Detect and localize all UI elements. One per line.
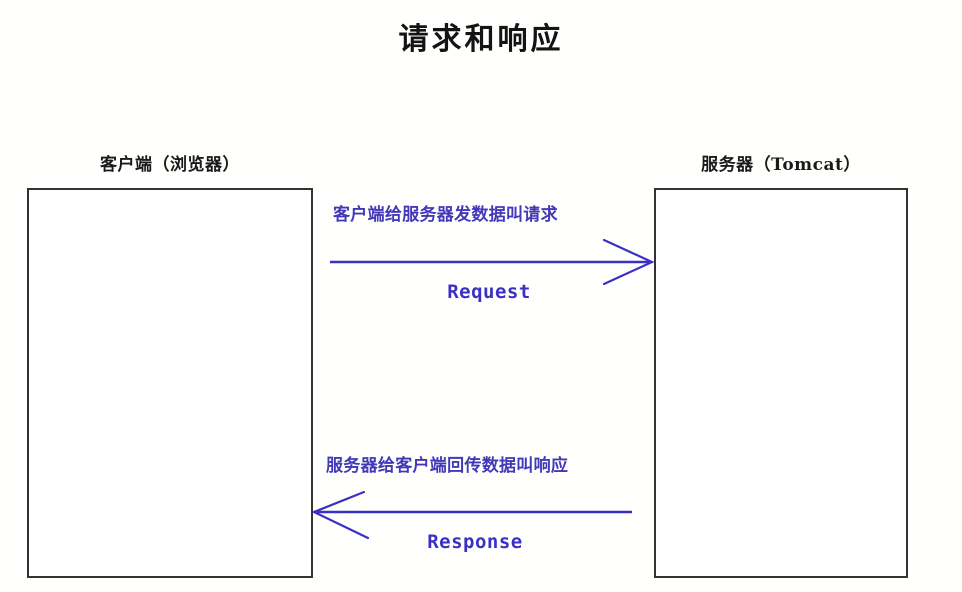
client-node-box bbox=[27, 188, 313, 578]
server-node-label: 服务器（Tomcat） bbox=[701, 155, 861, 175]
request-arrow-head bbox=[602, 238, 655, 286]
response-annotation-text: 服务器给客户端回传数据叫响应 bbox=[326, 456, 569, 476]
client-node-label: 客户端（浏览器） bbox=[100, 155, 240, 175]
request-flow-label: Request bbox=[447, 281, 531, 303]
request-arrow bbox=[330, 238, 655, 286]
request-annotation-text: 客户端给服务器发数据叫请求 bbox=[333, 205, 558, 225]
page-title: 请求和响应 bbox=[398, 22, 564, 57]
server-node-box bbox=[654, 188, 908, 578]
response-flow-label: Response bbox=[427, 531, 523, 553]
